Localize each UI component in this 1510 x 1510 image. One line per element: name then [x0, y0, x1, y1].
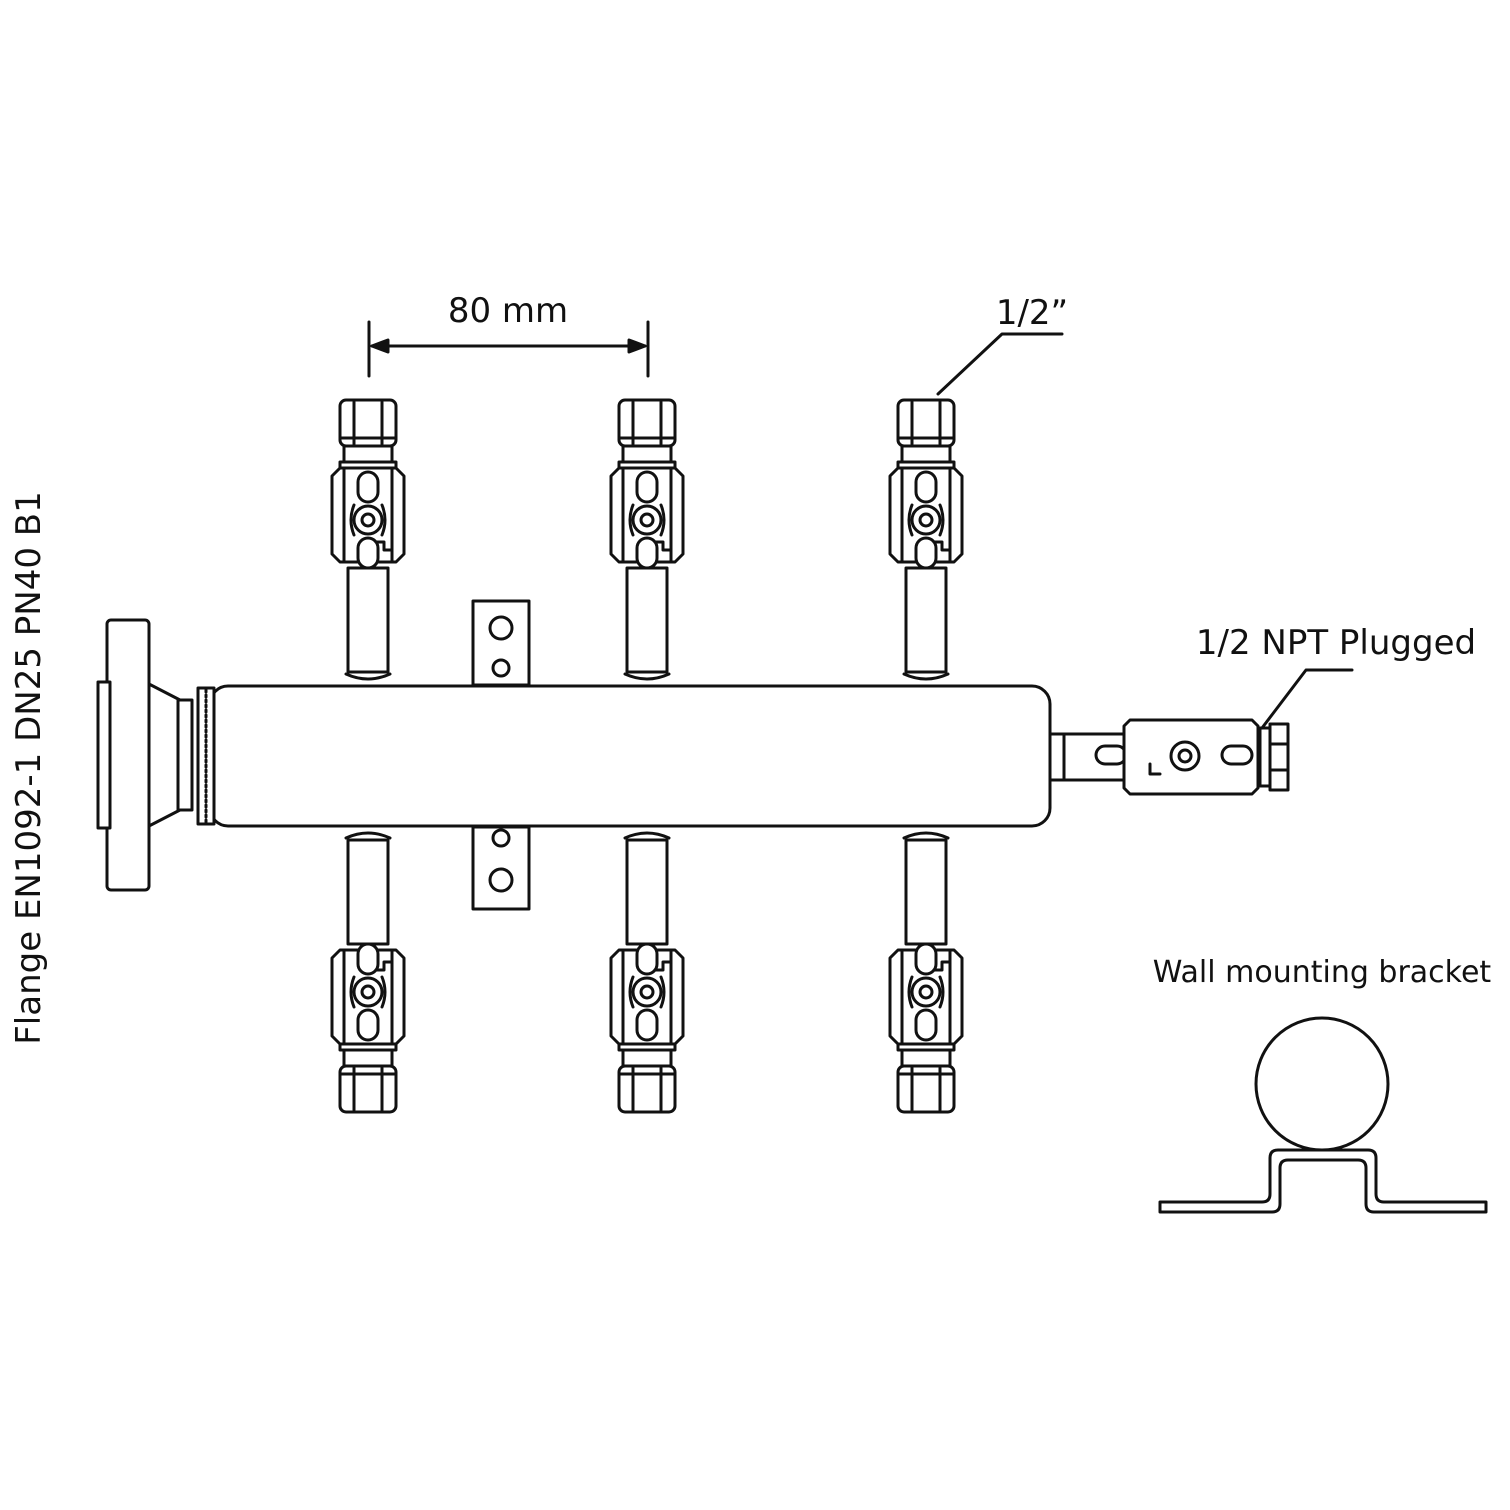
leader-plug	[1260, 668, 1354, 730]
bracket-detail	[1158, 1016, 1488, 1214]
valve-bottom-1	[330, 831, 406, 1114]
valve-top-1	[330, 398, 406, 681]
bracket-plate-bottom	[471, 825, 531, 911]
flange-label: Flange EN1092-1 DN25 PN40 B1	[9, 491, 49, 1045]
flange-neck	[147, 682, 194, 828]
header-pipe	[208, 684, 1052, 828]
spacing-label: 80 mm	[448, 291, 568, 331]
valve-bottom-2	[609, 831, 685, 1114]
leader-port-size	[936, 332, 1064, 396]
bracket-label: Wall mounting bracket	[1153, 955, 1492, 990]
flange-plate	[105, 618, 151, 892]
port-size-label: 1/2”	[996, 293, 1068, 333]
flange-hub	[96, 680, 112, 830]
dimension-80mm	[367, 320, 650, 378]
valve-bottom-3	[888, 831, 964, 1114]
valve-top-2	[609, 398, 685, 681]
valve-top-3	[888, 398, 964, 681]
valve-end-plugged	[1048, 718, 1290, 796]
bracket-plate-top	[471, 599, 531, 687]
plug-label: 1/2 NPT Plugged	[1196, 623, 1476, 663]
